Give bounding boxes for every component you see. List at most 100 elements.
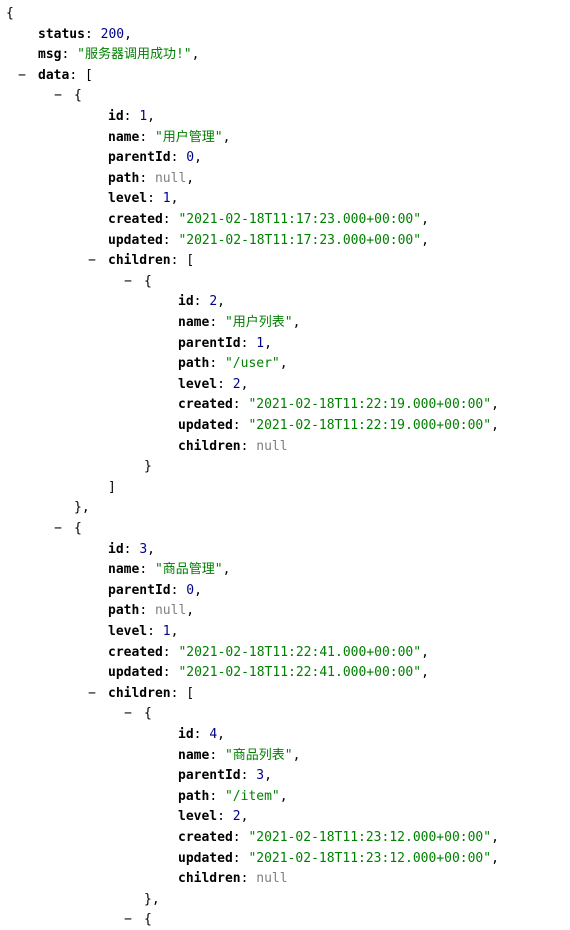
json-key: id xyxy=(178,727,194,742)
json-key: path xyxy=(108,603,140,619)
item-updated-line: updated: "2021-02-18T11:17:23.000+00:00"… xyxy=(108,231,429,251)
comma: , xyxy=(421,212,429,227)
json-key: level xyxy=(178,809,218,825)
child-close-brace: } xyxy=(144,457,152,477)
comma: , xyxy=(421,232,429,248)
comma: , xyxy=(264,335,272,351)
comma: , xyxy=(217,294,225,310)
comma: , xyxy=(194,582,202,598)
item-level-line: level: 1, xyxy=(108,189,178,209)
item-collapse-toggle[interactable]: − xyxy=(54,521,62,536)
child-path-line: path: "/user", xyxy=(178,354,288,374)
comma: , xyxy=(421,665,429,681)
colon: : xyxy=(170,150,187,166)
children-collapse-toggle[interactable]: − xyxy=(88,253,96,269)
json-key: id xyxy=(108,541,124,557)
json-value: 4 xyxy=(209,727,218,742)
comma: , xyxy=(279,356,288,372)
json-key: name xyxy=(178,747,210,763)
child-level-line: level: 2, xyxy=(178,375,248,395)
data-line: data: [ xyxy=(38,66,93,86)
child-collapse-toggle[interactable]: − xyxy=(124,273,132,289)
child-created-line: created: "2021-02-18T11:23:12.000+00:00"… xyxy=(178,828,499,848)
item-close-brace: }, xyxy=(74,498,90,518)
comma: , xyxy=(240,376,249,392)
json-value: 3 xyxy=(139,541,148,557)
punctuation: { xyxy=(144,912,152,928)
open-bracket: : [ xyxy=(69,67,93,83)
child-id-line: id: 2, xyxy=(178,292,225,312)
json-value: 1 xyxy=(162,191,171,207)
json-key: name xyxy=(108,562,140,578)
children-collapse-toggle[interactable]: − xyxy=(88,685,96,701)
child-open-brace: { xyxy=(144,704,152,724)
item-id-line: id: 3, xyxy=(108,540,155,560)
json-key: parentId xyxy=(178,768,241,784)
comma: , xyxy=(222,562,231,578)
child-id-line: id: 4, xyxy=(178,725,225,745)
json-key: updated xyxy=(108,232,163,248)
json-key: id xyxy=(108,109,124,124)
child-path-line: path: "/item", xyxy=(178,787,288,807)
json-value: 1 xyxy=(256,335,265,351)
json-value: 1 xyxy=(139,109,148,124)
json-value: null xyxy=(154,603,187,619)
json-value: "2021-02-18T11:17:23.000+00:00" xyxy=(178,232,422,248)
json-key: parentId xyxy=(178,335,241,351)
child-collapse-toggle[interactable]: − xyxy=(124,706,132,722)
json-value: null xyxy=(154,170,187,186)
json-key: created xyxy=(108,644,163,660)
child-updated-line: updated: "2021-02-18T11:22:19.000+00:00"… xyxy=(178,416,499,436)
comma: , xyxy=(191,47,200,63)
colon: : xyxy=(147,624,163,639)
root-open-brace: { xyxy=(6,4,14,24)
colon: : xyxy=(139,603,155,619)
comma: , xyxy=(421,644,429,660)
item-parentid-line: parentId: 0, xyxy=(108,581,202,601)
child-collapse-toggle[interactable]: − xyxy=(124,912,132,928)
child-children-line: children: null xyxy=(178,437,288,457)
children-close-bracket: ] xyxy=(108,478,116,498)
open-bracket: : [ xyxy=(170,685,195,701)
comma: , xyxy=(194,150,202,166)
item-open-brace: { xyxy=(74,86,82,106)
punctuation: { xyxy=(74,88,82,104)
item-level-line: level: 1, xyxy=(108,622,178,642)
comma: , xyxy=(170,191,179,207)
json-value: null xyxy=(256,438,288,454)
json-value: "2021-02-18T11:22:19.000+00:00" xyxy=(248,397,492,413)
colon: : xyxy=(139,129,155,145)
child-created-line: created: "2021-02-18T11:22:19.000+00:00"… xyxy=(178,395,499,415)
item-parentid-line: parentId: 0, xyxy=(108,148,202,168)
json-value: 2 xyxy=(232,376,241,392)
json-key: level xyxy=(178,376,218,392)
comma: , xyxy=(222,129,231,145)
item-collapse-toggle[interactable]: − xyxy=(54,88,62,104)
punctuation: { xyxy=(144,706,152,722)
data-collapse-toggle[interactable]: − xyxy=(18,67,26,83)
json-value: 2 xyxy=(232,809,241,825)
item-id-line: id: 1, xyxy=(108,107,155,127)
punctuation: }, xyxy=(144,891,160,907)
json-key: updated xyxy=(178,850,233,866)
child-close-brace: }, xyxy=(144,890,160,910)
punctuation: ] xyxy=(108,479,116,495)
comma: , xyxy=(279,788,288,804)
json-value: "用户管理" xyxy=(154,129,223,145)
colon: : xyxy=(139,562,155,578)
colon: : xyxy=(232,397,249,413)
json-value: "2021-02-18T11:22:19.000+00:00" xyxy=(248,418,492,433)
msg-line: msg: "服务器调用成功!", xyxy=(38,45,199,65)
item-name-line: name: "用户管理", xyxy=(108,128,230,148)
json-value: "2021-02-18T11:22:41.000+00:00" xyxy=(178,644,422,660)
colon: : xyxy=(147,191,163,207)
punctuation: { xyxy=(144,273,152,289)
colon: : xyxy=(193,727,210,742)
open-bracket: : [ xyxy=(170,253,195,269)
comma: , xyxy=(491,830,499,845)
item-path-line: path: null, xyxy=(108,169,194,189)
comma: , xyxy=(217,727,225,742)
json-value: "2021-02-18T11:23:12.000+00:00" xyxy=(248,830,492,845)
json-key: children xyxy=(178,438,241,454)
colon: : xyxy=(232,830,249,845)
